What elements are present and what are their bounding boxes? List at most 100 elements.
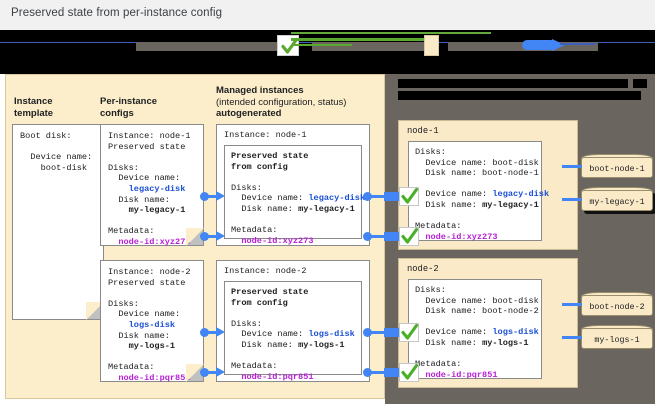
column-header-per-instance-configs: Per-instance configs bbox=[100, 96, 157, 119]
connector-line bbox=[206, 235, 218, 238]
connector-line bbox=[206, 371, 218, 374]
column-header-line1: Managed instances bbox=[216, 85, 304, 96]
managed-instance-header: Instance: node-1 bbox=[217, 125, 369, 146]
connector-line bbox=[206, 331, 218, 334]
green-line-swatch-2 bbox=[294, 44, 352, 46]
device-name-value: legacy-disk bbox=[128, 183, 186, 194]
disk-node-2-extra: my-logs-1 bbox=[581, 325, 653, 351]
disk-name-label: Disk name: bbox=[118, 330, 170, 341]
connector-arrow bbox=[216, 191, 225, 201]
legend-redacted-text-1 bbox=[136, 42, 286, 51]
connector-dot bbox=[200, 192, 209, 201]
connector-endcap bbox=[384, 232, 399, 241]
metadata-label: Metadata: bbox=[415, 221, 462, 232]
disk-name-value: my-legacy-1 bbox=[298, 203, 355, 214]
blue-arrow-swatch bbox=[522, 39, 567, 51]
node-details-box: Disks: Device name: boot-disk Disk name:… bbox=[408, 279, 542, 380]
disk-node-2-boot: boot-node-2 bbox=[581, 292, 653, 318]
disks-label: Disks: bbox=[415, 147, 446, 157]
legend-band bbox=[0, 30, 655, 74]
node-details-box: Disks: Device name: boot-disk Disk name:… bbox=[408, 141, 549, 242]
connector-line bbox=[369, 235, 385, 238]
instance-template-box: Boot disk: Device name: boot-disk bbox=[12, 124, 104, 320]
runtime-panel-redacted-title-3 bbox=[633, 79, 647, 88]
device-name-label: Device name: bbox=[425, 189, 488, 200]
connector-dot bbox=[363, 192, 372, 201]
connector-endcap bbox=[384, 328, 399, 337]
column-header-instance-template: Instance template bbox=[14, 96, 53, 119]
green-check-icon bbox=[399, 323, 419, 342]
column-header-managed-instances: Managed instances (intended configuratio… bbox=[216, 85, 346, 120]
runtime-panel-redacted-title-2 bbox=[398, 91, 641, 100]
runtime-panel-redacted-title-1 bbox=[398, 79, 628, 88]
boot-disk-line: Disk name: boot-node-2 bbox=[425, 306, 539, 317]
diagram-body: Instance template Per-instance configs M… bbox=[0, 74, 655, 404]
connector-line bbox=[369, 195, 385, 198]
disk-name-value: my-legacy-1 bbox=[482, 199, 539, 210]
metadata-label: Metadata: bbox=[231, 225, 278, 236]
disk-connector-line bbox=[562, 165, 582, 168]
column-header-line3: autogenerated bbox=[216, 108, 282, 119]
preserved-title-2: from config bbox=[231, 161, 288, 172]
boot-disk-label: Boot disk: bbox=[20, 131, 72, 141]
metadata-value: node-id:pqr851 bbox=[241, 371, 314, 382]
connector-endcap bbox=[384, 368, 399, 377]
preserved-state-content: Preserved state from config Disks: Devic… bbox=[225, 282, 361, 387]
disk-name-label: Disk name: bbox=[241, 339, 293, 350]
managed-instance-node-1: Instance: node-1 Preserved state from co… bbox=[216, 124, 370, 246]
managed-instance-header: Instance: node-2 bbox=[217, 261, 369, 282]
connector-dot bbox=[363, 328, 372, 337]
disk-name-value: my-logs-1 bbox=[298, 339, 345, 350]
disk-name-label: Disk name: bbox=[241, 203, 293, 214]
folded-corner-icon bbox=[186, 364, 204, 382]
device-name-label: Device name: bbox=[425, 327, 488, 338]
metadata-label: Metadata: bbox=[108, 226, 155, 237]
connector-dot bbox=[200, 328, 209, 337]
instance-line: Instance: node-1 bbox=[224, 130, 307, 140]
green-line-swatch bbox=[291, 38, 427, 41]
connector-arrow bbox=[216, 367, 225, 377]
preserved-title-1: Preserved state bbox=[231, 287, 309, 297]
preserved-title-2: from config bbox=[231, 297, 288, 308]
disks-label: Disks: bbox=[231, 182, 262, 193]
disk-name-value: my-logs-1 bbox=[128, 341, 176, 352]
device-name-label: Device name: bbox=[118, 173, 181, 184]
metadata-label: Metadata: bbox=[231, 361, 278, 372]
metadata-label: Metadata: bbox=[415, 359, 462, 370]
disks-label: Disks: bbox=[415, 285, 446, 295]
per-instance-config-node-1: Instance: node-1 Preserved state Disks: … bbox=[100, 124, 204, 247]
legend-arrow-tail bbox=[560, 43, 595, 45]
metadata-value: node-id:pqr851 bbox=[118, 372, 191, 383]
titlebar: Preserved state from per-instance config bbox=[0, 0, 655, 30]
node-details-content: Disks: Device name: boot-disk Disk name:… bbox=[409, 142, 549, 247]
disk-connector-line bbox=[562, 336, 582, 339]
column-header-line2: template bbox=[14, 107, 54, 119]
connector-endcap bbox=[384, 192, 399, 201]
device-name-value: legacy-disk bbox=[308, 193, 366, 204]
beige-square-swatch bbox=[424, 35, 439, 56]
preserved-title-1: Preserved state bbox=[231, 151, 309, 161]
column-header-line2: configs bbox=[100, 107, 134, 119]
column-header-line2: (intended configuration, status) bbox=[216, 96, 347, 108]
instance-line: Instance: node-1 bbox=[108, 131, 191, 141]
disk-connector-line bbox=[562, 198, 582, 201]
metadata-value: node-id:pqr851 bbox=[425, 369, 498, 380]
connector-dot bbox=[363, 368, 372, 377]
disk-name-label: Disk name: bbox=[425, 199, 477, 210]
boot-device-line: Device name: boot-disk bbox=[425, 157, 539, 168]
disk-label: my-legacy-1 bbox=[589, 197, 645, 207]
preserved-state-line: Preserved state bbox=[108, 141, 186, 152]
per-instance-config-content: Instance: node-1 Preserved state Disks: … bbox=[101, 125, 203, 254]
disk-node-1-boot: boot-node-1 bbox=[581, 154, 653, 180]
per-instance-config-node-2: Instance: node-2 Preserved state Disks: … bbox=[100, 260, 204, 383]
disks-label: Disks: bbox=[231, 318, 262, 329]
disk-connector-line bbox=[562, 303, 582, 306]
metadata-value: node-id:xyz273 bbox=[425, 231, 498, 242]
disk-node-1-extra: my-legacy-1 bbox=[581, 187, 653, 213]
disk-label: my-logs-1 bbox=[594, 335, 640, 345]
connector-dot bbox=[363, 232, 372, 241]
disk-name-label: Disk name: bbox=[425, 337, 477, 348]
metadata-value: node-id:xyz273 bbox=[118, 236, 191, 247]
disks-label: Disks: bbox=[108, 298, 139, 309]
column-header-line1: Instance bbox=[14, 96, 53, 107]
